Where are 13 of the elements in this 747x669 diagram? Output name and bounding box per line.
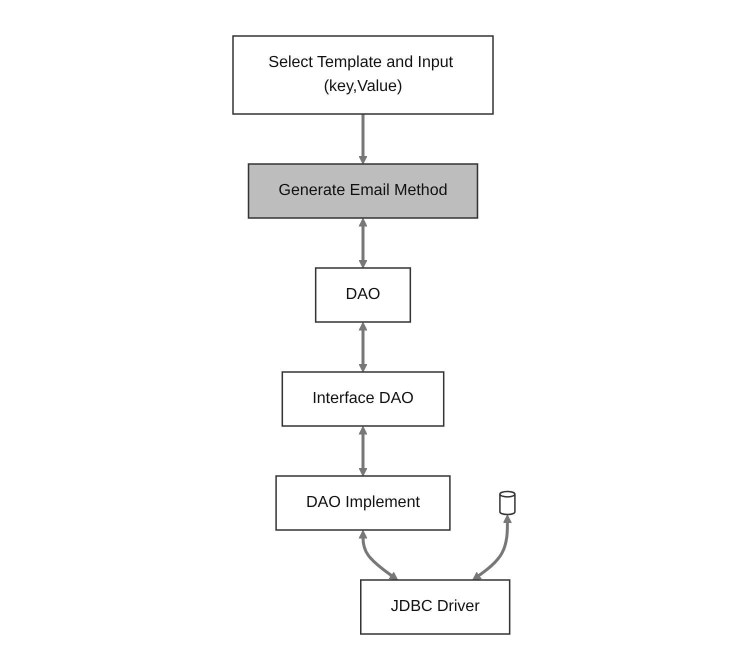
- node-box: Select Template and Input (key,Value): [232, 34, 494, 114]
- node-box: Generate Email Method: [247, 162, 478, 218]
- arrow: [358, 530, 398, 580]
- node-box: JDBC Driver: [360, 578, 510, 634]
- node-box: DAO Implement: [274, 474, 450, 530]
- arrow: [358, 322, 367, 372]
- node-box: DAO: [314, 266, 411, 322]
- arrow: [472, 514, 512, 580]
- arrow: [358, 218, 367, 268]
- node-cylinder: [498, 490, 516, 515]
- node-box: Interface DAO: [281, 370, 444, 426]
- arrow: [358, 114, 367, 164]
- arrow: [358, 426, 367, 476]
